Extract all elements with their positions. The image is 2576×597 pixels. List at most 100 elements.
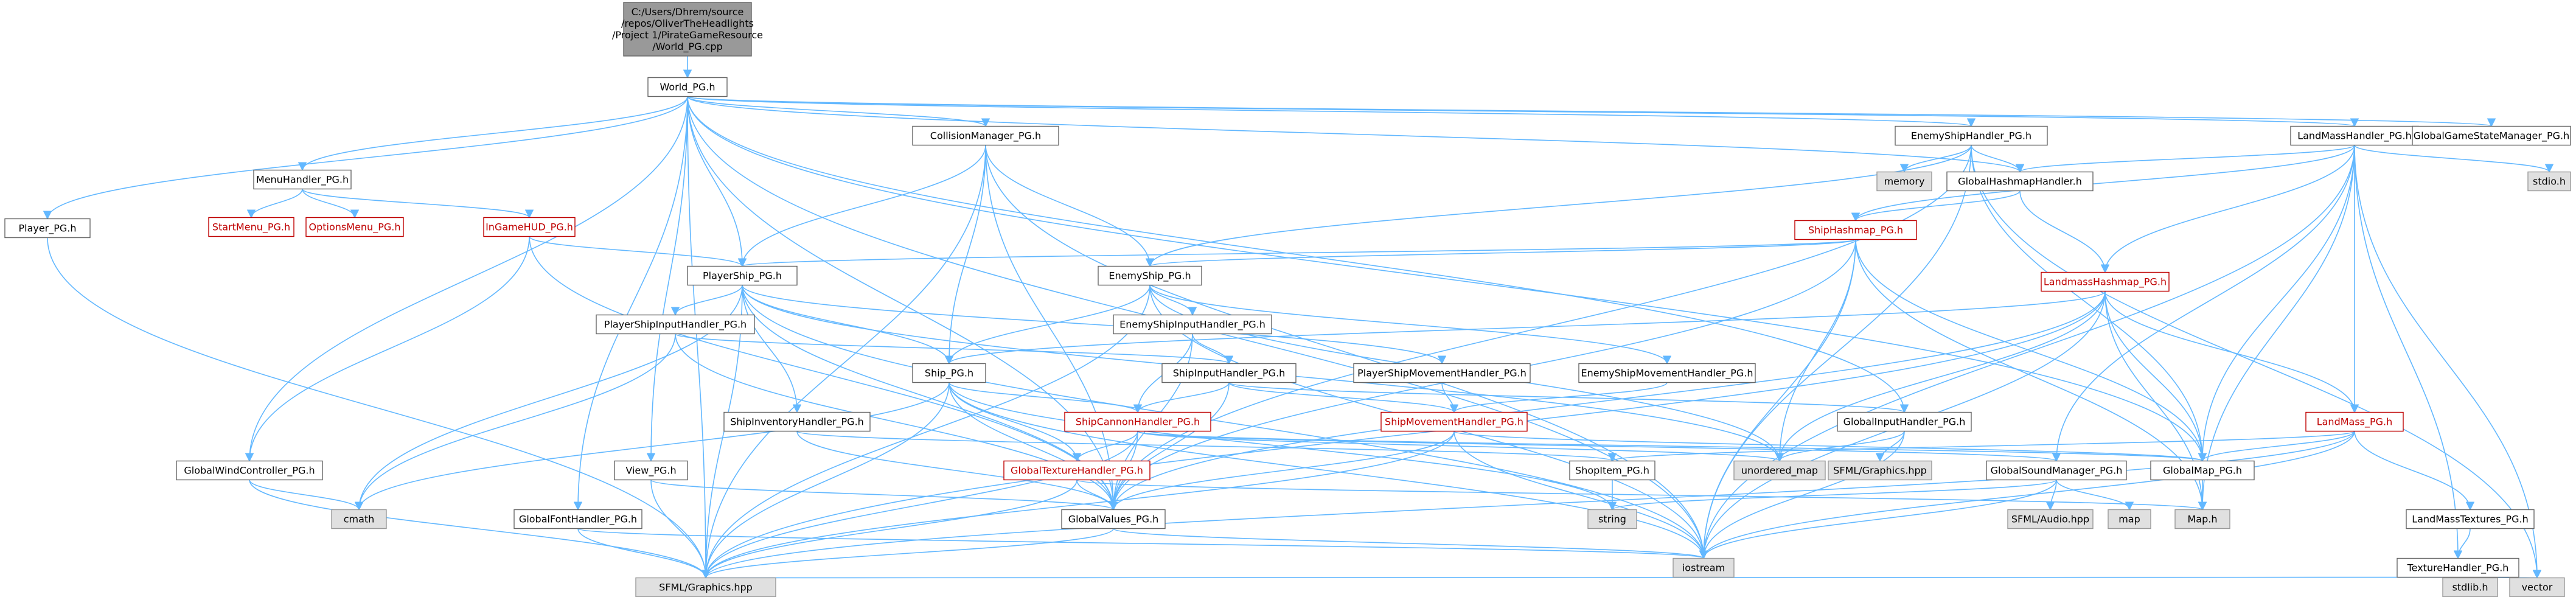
edge-path (1149, 285, 1197, 316)
edge-path (2198, 145, 2355, 462)
node-label: View_PG.h (625, 465, 676, 477)
node-shiphashmap[interactable]: ShipHashmap_PG.h (1794, 220, 1917, 240)
edge-playership-to-iostream (742, 285, 1708, 559)
edge-path (249, 480, 711, 579)
edge-path (2016, 144, 2355, 173)
node-string[interactable]: string (1587, 509, 1637, 529)
node-shipinventory[interactable]: ShipInventoryHandler_PG.h (723, 411, 871, 432)
edge-world-to-globalinput (687, 96, 1909, 413)
edge-path (1109, 431, 1455, 511)
edge-globaltexture-to-sfml_bottom (701, 480, 1077, 579)
edge-menuhandler-to-optionsmenu (302, 189, 360, 218)
edge-path (1699, 431, 2355, 559)
edge-path (2052, 145, 2355, 462)
node-enemyshiphandler[interactable]: EnemyShipHandler_PG.h (1895, 125, 2048, 146)
edge-path (944, 285, 1150, 365)
node-globalwind[interactable]: GlobalWindController_PG.h (176, 460, 323, 481)
edge-landmasshashmap-to-ship (945, 290, 2106, 365)
edge-landmasshandler-to-globalmap (2198, 145, 2355, 462)
node-ingamehud[interactable]: InGameHUD_PG.h (483, 217, 576, 237)
edge-enemyshiphandler-to-memory (1899, 145, 1972, 173)
node-box (2509, 577, 2565, 597)
node-enemyship[interactable]: EnemyShip_PG.h (1098, 265, 1202, 286)
node-box (1946, 171, 2094, 192)
edge-globalfont-to-iostream (577, 528, 1708, 559)
node-vector[interactable]: vector (2509, 577, 2565, 597)
node-globalgamestate[interactable]: GlobalGameStateManager_PG.h (2412, 125, 2571, 146)
node-shopitem[interactable]: ShopItem_PG.h (1569, 460, 1655, 481)
edge-globalhashmap-to-shiphashmap (1851, 190, 2021, 222)
node-ship[interactable]: Ship_PG.h (912, 363, 986, 383)
edge-shipcannon-to-unordered_map (1137, 430, 1784, 462)
edge-path (701, 431, 2355, 579)
node-landmasstextures[interactable]: LandMassTextures_PG.h (2406, 509, 2535, 529)
node-label: string (1598, 514, 1626, 525)
edge-landmasshashmap-to-globalmap (2104, 291, 2207, 462)
node-globaltexture[interactable]: GlobalTextureHandler_PG.h (1003, 460, 1150, 481)
node-enemyshipinput[interactable]: EnemyShipInputHandler_PG.h (1113, 314, 1272, 335)
node-world[interactable]: World_PG.h (647, 77, 728, 97)
edge-path (1137, 430, 2061, 462)
node-playershipinput[interactable]: PlayerShipInputHandler_PG.h (596, 314, 755, 335)
node-view[interactable]: View_PG.h (614, 460, 688, 481)
edge-ship-to-iostream (949, 382, 1708, 559)
node-label: SFML/Graphics.hpp (1833, 465, 1927, 477)
node-box (4, 218, 91, 239)
edge-landmasshandler-to-vector (2354, 145, 2542, 579)
edge-landmasshandler-to-texturehandler (2354, 145, 2463, 559)
node-box (1876, 171, 1932, 192)
node-shipinput[interactable]: ShipInputHandler_PG.h (1161, 363, 1297, 383)
node-playershipmovement[interactable]: PlayerShipMovementHandler_PG.h (1353, 363, 1531, 383)
node-landmass[interactable]: LandMass_PG.h (2305, 411, 2404, 432)
node-box (2150, 460, 2255, 481)
edge-path (245, 96, 688, 462)
edge-world-to-sfml_bottom (687, 96, 711, 579)
node-landmasshandler[interactable]: LandMassHandler_PG.h (2290, 125, 2419, 146)
edge-path (577, 528, 1708, 559)
node-globalinput[interactable]: GlobalInputHandler_PG.h (1837, 411, 1972, 432)
node-globalvalues[interactable]: GlobalValues_PG.h (1061, 509, 1166, 529)
node-player[interactable]: Player_PG.h (4, 218, 91, 239)
node-memory[interactable]: memory (1876, 171, 1932, 192)
node-sfmlgraphics_gray[interactable]: SFML/Graphics.hpp (1828, 460, 1932, 481)
edge-ship-to-globalvalues (949, 382, 1118, 511)
edge-path (302, 188, 534, 218)
edge-enemyshipmovement-to-shipmovement (1450, 382, 1668, 413)
node-landmasshashmap[interactable]: LandmassHashmap_PG.h (2041, 271, 2170, 292)
edge-path (796, 431, 1118, 511)
node-map_h[interactable]: Map.h (2174, 509, 2230, 529)
node-stdlib[interactable]: stdlib.h (2442, 577, 2498, 597)
node-map_std[interactable]: map (2108, 509, 2151, 529)
node-globalfont[interactable]: GlobalFontHandler_PG.h (513, 509, 642, 529)
node-root[interactable]: C:/Users/Dhrem/source/repos/OliverTheHea… (612, 2, 763, 57)
edge-shipcannon-to-globalmap (1137, 430, 2207, 462)
node-collision[interactable]: CollisionManager_PG.h (912, 125, 1059, 146)
node-label: vector (2522, 582, 2553, 593)
node-enemyshipmovement[interactable]: EnemyShipMovementHandler_PG.h (1578, 363, 1756, 383)
node-box (614, 460, 688, 481)
node-unordered_map[interactable]: unordered_map (1733, 460, 1826, 481)
edge-world-to-globalwind (245, 96, 688, 462)
edge-landmasshashmap-to-landmass (2104, 291, 2359, 413)
node-globalsound[interactable]: GlobalSoundManager_PG.h (1986, 460, 2127, 481)
node-startmenu[interactable]: StartMenu_PG.h (208, 217, 294, 237)
node-stdio[interactable]: stdio.h (2527, 171, 2571, 192)
node-sfmlaudio[interactable]: SFML/Audio.hpp (2007, 509, 2094, 529)
node-cmath[interactable]: cmath (331, 509, 387, 529)
node-optionsmenu[interactable]: OptionsMenu_PG.h (305, 217, 404, 237)
edge-path (1109, 145, 1972, 511)
node-menuhandler[interactable]: MenuHandler_PG.h (253, 169, 352, 190)
edge-landmass-to-shopitem (1608, 430, 2355, 462)
node-shipcannon[interactable]: ShipCannonHandler_PG.h (1064, 411, 1211, 432)
edge-menuhandler-to-startmenu (246, 189, 303, 218)
edge-shipcannon-to-globaltexture (1072, 431, 1138, 462)
node-globalhashmap[interactable]: GlobalHashmapHandler.h (1946, 171, 2094, 192)
node-iostream[interactable]: iostream (1673, 557, 1735, 578)
node-shipmovement[interactable]: ShipMovementHandler_PG.h (1380, 411, 1528, 432)
edge-path (1137, 430, 1784, 462)
node-playership[interactable]: PlayerShip_PG.h (687, 265, 798, 286)
node-globalmap[interactable]: GlobalMap_PG.h (2150, 460, 2255, 481)
edge-path (1899, 145, 1972, 173)
node-sfml_bottom[interactable]: SFML/Graphics.hpp (635, 577, 776, 597)
node-texturehandler[interactable]: TextureHandler_PG.h (2397, 557, 2519, 578)
